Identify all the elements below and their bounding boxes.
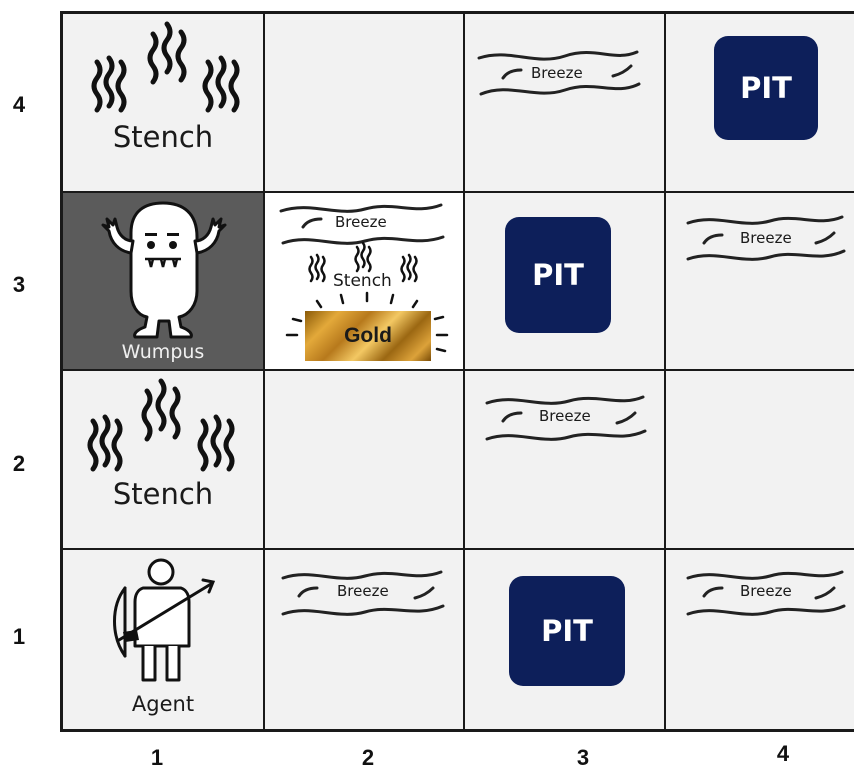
row-label-1: 1	[12, 624, 26, 649]
gold-bar: Gold	[305, 311, 431, 361]
breeze-label: Breeze	[740, 582, 792, 600]
breeze-waves-icon	[279, 203, 445, 245]
stench-label: Stench	[112, 120, 214, 154]
cell-1-2: Stench	[63, 371, 265, 550]
cell-1-3: Wumpus	[63, 193, 265, 371]
cell-2-2	[265, 371, 465, 550]
cell-1-1: Agent	[63, 550, 265, 729]
cell-1-4: Stench	[63, 14, 265, 193]
breeze-waves-icon	[281, 570, 445, 616]
row-label-3: 3	[12, 272, 26, 297]
col-label-3: 3	[576, 745, 590, 770]
breeze-label: Breeze	[337, 582, 389, 600]
row-label-2: 2	[12, 451, 26, 476]
breeze-label: Breeze	[335, 213, 387, 231]
stench-waves-icon	[308, 241, 418, 283]
col-label-1: 1	[150, 745, 164, 770]
cell-4-4: PIT	[666, 14, 854, 193]
stench-label: Stench	[112, 477, 214, 511]
stench-label: Stench	[333, 271, 392, 291]
col-label-4: 4	[776, 741, 790, 766]
pit-block: PIT	[505, 217, 611, 333]
col-label-2: 2	[361, 745, 375, 770]
pit-block: PIT	[714, 36, 818, 140]
pit-block: PIT	[509, 576, 625, 686]
wumpus-world-grid: Stench Breeze PIT	[60, 11, 854, 732]
stench-waves-icon	[87, 378, 235, 472]
cell-2-1: Breeze	[265, 550, 465, 729]
cell-2-3: Breeze Stench	[265, 193, 465, 371]
breeze-waves-icon	[686, 215, 846, 261]
cell-3-1: PIT	[465, 550, 666, 729]
breeze-label: Breeze	[531, 64, 583, 82]
breeze-waves-icon	[485, 395, 647, 441]
breeze-waves-icon	[686, 570, 846, 616]
breeze-label: Breeze	[539, 407, 591, 425]
breeze-label: Breeze	[740, 229, 792, 247]
cell-3-2: Breeze	[465, 371, 666, 550]
cell-3-4: Breeze	[465, 14, 666, 193]
wumpus-label: Wumpus	[121, 341, 205, 363]
wumpus-monster-icon	[101, 201, 227, 339]
cell-3-3: PIT	[465, 193, 666, 371]
cell-4-3: Breeze	[666, 193, 854, 371]
breeze-waves-icon	[477, 50, 641, 96]
stench-waves-icon	[91, 21, 240, 113]
cell-4-1: Breeze	[666, 550, 854, 729]
gold-sparkle-icon	[285, 291, 449, 353]
agent-figure-icon	[113, 558, 216, 682]
row-label-4: 4	[12, 92, 26, 117]
cell-4-2	[666, 371, 854, 550]
cell-2-4	[265, 14, 465, 193]
agent-label: Agent	[131, 692, 195, 716]
